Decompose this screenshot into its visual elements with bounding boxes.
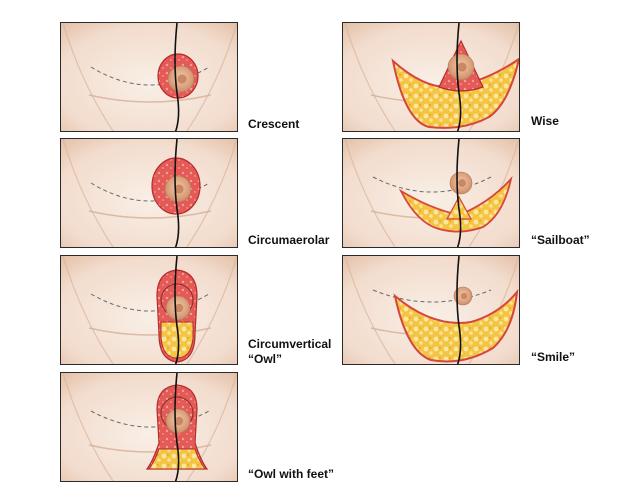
nipple: [174, 184, 184, 194]
skin-background: [61, 373, 237, 481]
skin-background: [61, 139, 237, 247]
caption-smile: “Smile”: [531, 350, 575, 365]
left-contour: [344, 139, 396, 247]
left-contour: [62, 139, 114, 247]
panel-circumaerolar: [60, 138, 238, 248]
dashed-fold-line: [90, 182, 210, 202]
left-contour: [344, 256, 396, 364]
caption-circumaerolar-text: Circumaerolar: [248, 233, 330, 247]
nipple: [460, 292, 468, 300]
fold-shadow: [88, 327, 212, 336]
right-contour: [186, 256, 237, 364]
nipple: [174, 416, 184, 426]
caption-circumaerolar: Circumaerolar: [248, 233, 329, 248]
nipple: [174, 303, 184, 313]
illustration: [343, 139, 519, 247]
dashed-fold-line: [372, 176, 492, 193]
skin-background: [61, 256, 237, 364]
illustration: [343, 256, 519, 364]
panel-circumvertical: [60, 255, 238, 365]
midline: [456, 23, 462, 131]
midline: [456, 256, 462, 364]
caption-crescent-text: Crescent: [248, 117, 300, 131]
left-contour: [62, 23, 114, 131]
right-contour: [186, 23, 237, 131]
panel-crescent: [60, 22, 238, 132]
midline: [456, 139, 462, 247]
skin-background: [61, 23, 237, 131]
illustration: [61, 23, 237, 131]
panel-wise: [342, 22, 520, 132]
caption-sailboat: “Sailboat”: [531, 233, 590, 248]
fold-shadow: [88, 444, 212, 453]
panel-smile: [342, 255, 520, 365]
caption-sailboat-text: “Sailboat”: [531, 233, 590, 247]
right-contour: [186, 139, 237, 247]
caption-circumvertical-line2: “Owl”: [248, 352, 283, 366]
caption-smile-text: “Smile”: [531, 350, 576, 364]
caption-circumvertical-line1: Circumvertical: [248, 337, 332, 351]
panel-owl-with-feet: [60, 372, 238, 482]
midline: [174, 139, 180, 247]
midline: [174, 23, 180, 131]
panel-sailboat: [342, 138, 520, 248]
caption-owl-with-feet: “Owl with feet”: [248, 467, 334, 482]
left-contour: [344, 23, 396, 131]
caption-wise: Wise: [531, 114, 559, 129]
illustration: [61, 256, 237, 364]
caption-owl-with-feet-text: “Owl with feet”: [248, 467, 335, 481]
nipple: [457, 62, 467, 72]
caption-circumvertical: Circumvertical “Owl”: [248, 337, 331, 367]
fold-shadow: [88, 210, 212, 219]
dashed-fold-line: [90, 66, 210, 86]
skin-background: [343, 139, 519, 247]
dashed-fold-line: [90, 293, 210, 312]
caption-crescent: Crescent: [248, 117, 299, 132]
dashed-fold-line: [90, 410, 210, 428]
midline: [174, 373, 180, 481]
illustration: [61, 139, 237, 247]
left-contour: [62, 256, 114, 364]
fat-segment: [148, 448, 206, 470]
illustration: [61, 373, 237, 481]
caption-wise-text: Wise: [531, 114, 559, 128]
excision-smile: [393, 288, 519, 363]
illustration: [343, 23, 519, 131]
dashed-fold-line: [372, 289, 492, 303]
midline: [174, 256, 180, 364]
right-contour: [186, 373, 237, 481]
fold-shadow: [88, 94, 212, 103]
nipple: [177, 74, 187, 84]
nipple: [458, 179, 466, 187]
left-contour: [62, 373, 114, 481]
